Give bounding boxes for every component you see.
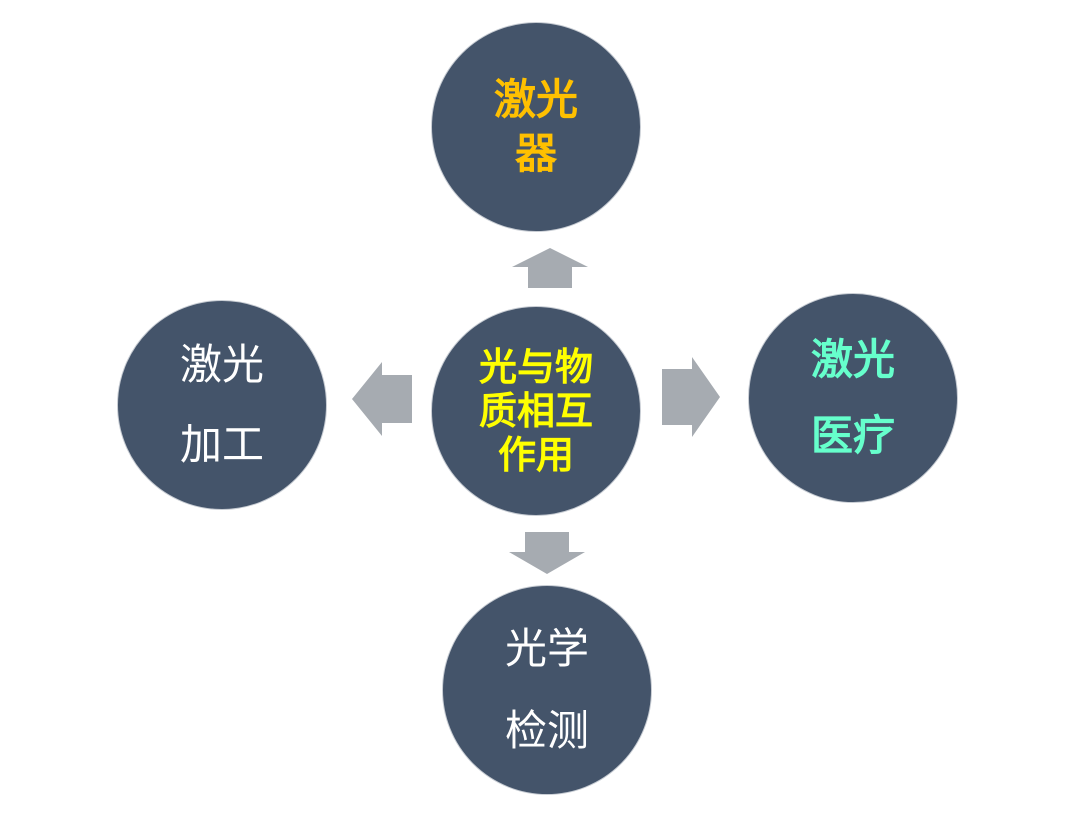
right-node-label-line-2: 医疗 [810, 411, 895, 460]
bottom-node-label-line-2: 检测 [504, 706, 589, 755]
arrow-left-icon [352, 362, 412, 436]
arrow-right-icon [662, 357, 720, 437]
top-node: 激光 器 [431, 22, 641, 232]
top-node-label-line-2: 器 [514, 129, 557, 178]
left-node-label-line-1: 激光 [179, 340, 264, 389]
center-node-label-line-1: 光与物 [478, 345, 593, 389]
left-node: 激光 加工 [117, 300, 327, 510]
right-node: 激光 医疗 [748, 293, 958, 503]
bottom-node: 光学 检测 [442, 585, 652, 795]
bottom-node-label-line-1: 光学 [504, 624, 589, 673]
center-node: 光与物 质相互 作用 [431, 306, 641, 516]
top-node-label-line-1: 激光 [493, 75, 578, 124]
center-node-label-line-2: 质相互 [478, 389, 593, 433]
right-node-label-line-1: 激光 [810, 335, 895, 384]
center-node-label-line-3: 作用 [497, 433, 574, 477]
arrow-up-icon [512, 248, 588, 288]
left-node-label-line-2: 加工 [179, 420, 264, 469]
arrow-down-icon [509, 532, 585, 574]
